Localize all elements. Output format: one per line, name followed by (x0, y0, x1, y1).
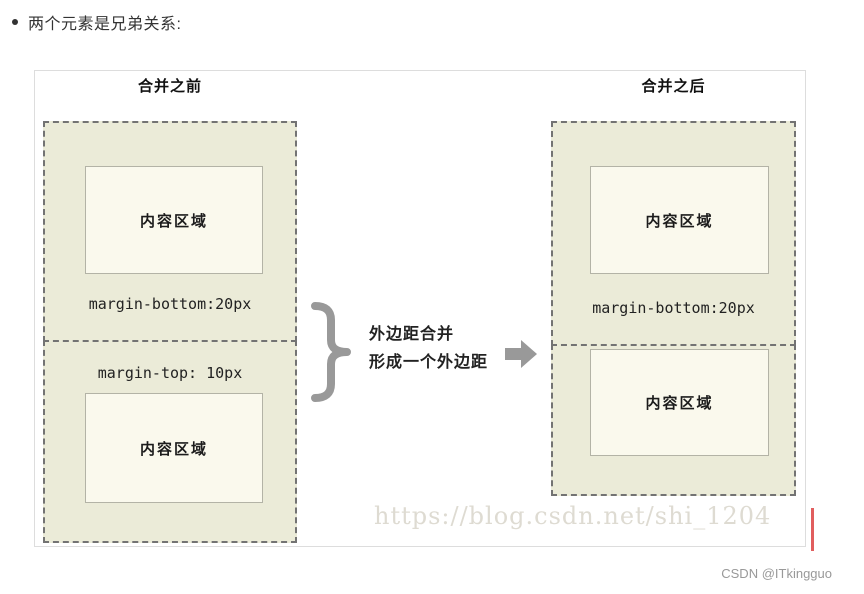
before-top-content-box: 内容区域 (85, 166, 263, 274)
before-top-margin-box: 内容区域 margin-bottom:20px (43, 121, 297, 342)
bullet-item: 两个元素是兄弟关系: (12, 10, 181, 34)
right-arrow-icon (504, 337, 538, 371)
collapse-note-line2: 形成一个外边距 (369, 354, 489, 371)
before-title: 合并之前 (137, 78, 202, 95)
after-bottom-content-box: 内容区域 (590, 349, 769, 456)
curly-brace-icon (309, 302, 355, 402)
collapse-note: 外边距合并 形成一个外边距 (369, 321, 488, 377)
after-top-margin-box: 内容区域 margin-bottom:20px (551, 121, 796, 346)
after-bottom-margin-box: 内容区域 (551, 344, 796, 496)
bullet-text: 两个元素是兄弟关系: (28, 16, 182, 33)
after-title: 合并之后 (641, 78, 706, 95)
before-margin-bottom-label: margin-bottom:20px (88, 295, 252, 313)
diagram-panel: 合并之前 合并之后 内容区域 margin-bottom:20px margin… (34, 70, 806, 547)
after-margin-bottom-label: margin-bottom:20px (592, 299, 755, 317)
before-bottom-content-box: 内容区域 (85, 393, 263, 503)
before-margin-top-label: margin-top: 10px (97, 364, 243, 382)
before-bottom-margin-box: margin-top: 10px 内容区域 (43, 340, 297, 543)
csdn-credit: CSDN @ITkingguo (721, 566, 832, 581)
blog-watermark: https://blog.csdn.net/shi_1204 (374, 502, 772, 530)
collapse-note-line1: 外边距合并 (369, 326, 455, 343)
after-top-content-box: 内容区域 (590, 166, 769, 274)
text-caret (811, 508, 814, 551)
bullet-dot-icon (12, 19, 18, 25)
